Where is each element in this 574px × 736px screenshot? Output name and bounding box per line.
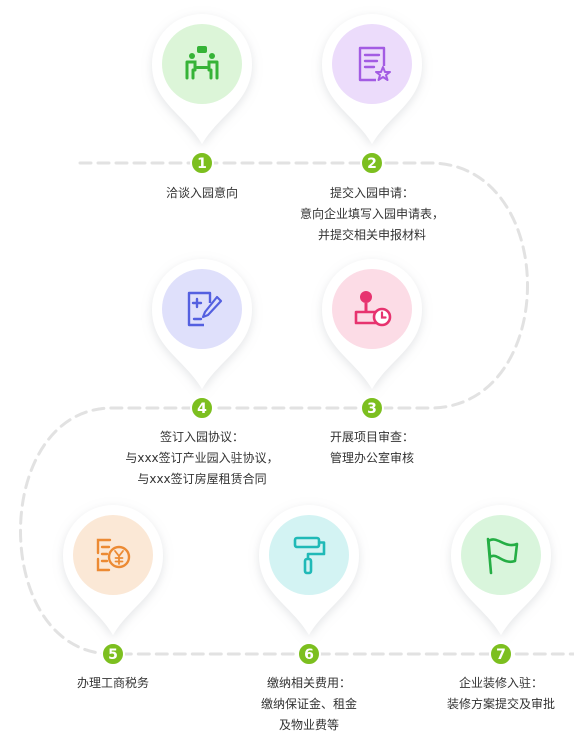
- step-2-pin: [322, 14, 422, 144]
- step-7-number: 7: [496, 647, 506, 663]
- step-1-pin: [152, 14, 252, 144]
- step-6-number: 6: [304, 647, 314, 663]
- step-4-icon-circle: [162, 269, 242, 349]
- step-1-number: 1: [197, 156, 207, 172]
- step-5-icon-circle: [73, 515, 153, 595]
- step-title: 提交入园申请：: [267, 183, 477, 204]
- step-4-pin: [152, 259, 252, 389]
- step-6-description: 缴纳相关费用：缴纳保证金、租金及物业费等: [204, 673, 414, 736]
- step-1-badge: 1: [191, 152, 213, 174]
- step-6-pin: [259, 505, 359, 635]
- step-2-description: 提交入园申请：意向企业填写入园申请表，并提交相关申报材料: [267, 183, 477, 246]
- step-7-pin: [451, 505, 551, 635]
- step-7-badge: 7: [490, 643, 512, 665]
- step-detail-line: 及物业费等: [204, 715, 414, 736]
- step-5-description: 办理工商税务: [8, 673, 218, 694]
- step-detail-line: 并提交相关申报材料: [267, 225, 477, 246]
- step-detail-line: 意向企业填写入园申请表，: [267, 204, 477, 225]
- step-7-icon-circle: [461, 515, 541, 595]
- step-detail-line: 与xxx签订产业园入驻协议，: [97, 448, 307, 469]
- step-2-badge: 2: [361, 152, 383, 174]
- step-title: 办理工商税务: [8, 673, 218, 694]
- step-7-description: 企业装修入驻：装修方案提交及审批: [396, 673, 574, 715]
- step-2-icon-circle: [332, 24, 412, 104]
- step-detail-line: 缴纳保证金、租金: [204, 694, 414, 715]
- step-4-number: 4: [197, 401, 207, 417]
- step-5-pin: [63, 505, 163, 635]
- step-6-badge: 6: [298, 643, 320, 665]
- step-3-number: 3: [367, 401, 377, 417]
- step-1-icon-circle: [162, 24, 242, 104]
- step-3-icon-circle: [332, 269, 412, 349]
- step-3-badge: 3: [361, 397, 383, 419]
- step-detail-line: 与xxx签订房屋租赁合同: [97, 469, 307, 490]
- step-detail-line: 装修方案提交及审批: [396, 694, 574, 715]
- step-5-badge: 5: [102, 643, 124, 665]
- step-3-pin: [322, 259, 422, 389]
- step-2-number: 2: [367, 156, 377, 172]
- step-5-number: 5: [108, 647, 118, 663]
- step-title: 企业装修入驻：: [396, 673, 574, 694]
- step-4-badge: 4: [191, 397, 213, 419]
- step-4-description: 签订入园协议：与xxx签订产业园入驻协议，与xxx签订房屋租赁合同: [97, 427, 307, 490]
- step-title: 缴纳相关费用：: [204, 673, 414, 694]
- step-title: 签订入园协议：: [97, 427, 307, 448]
